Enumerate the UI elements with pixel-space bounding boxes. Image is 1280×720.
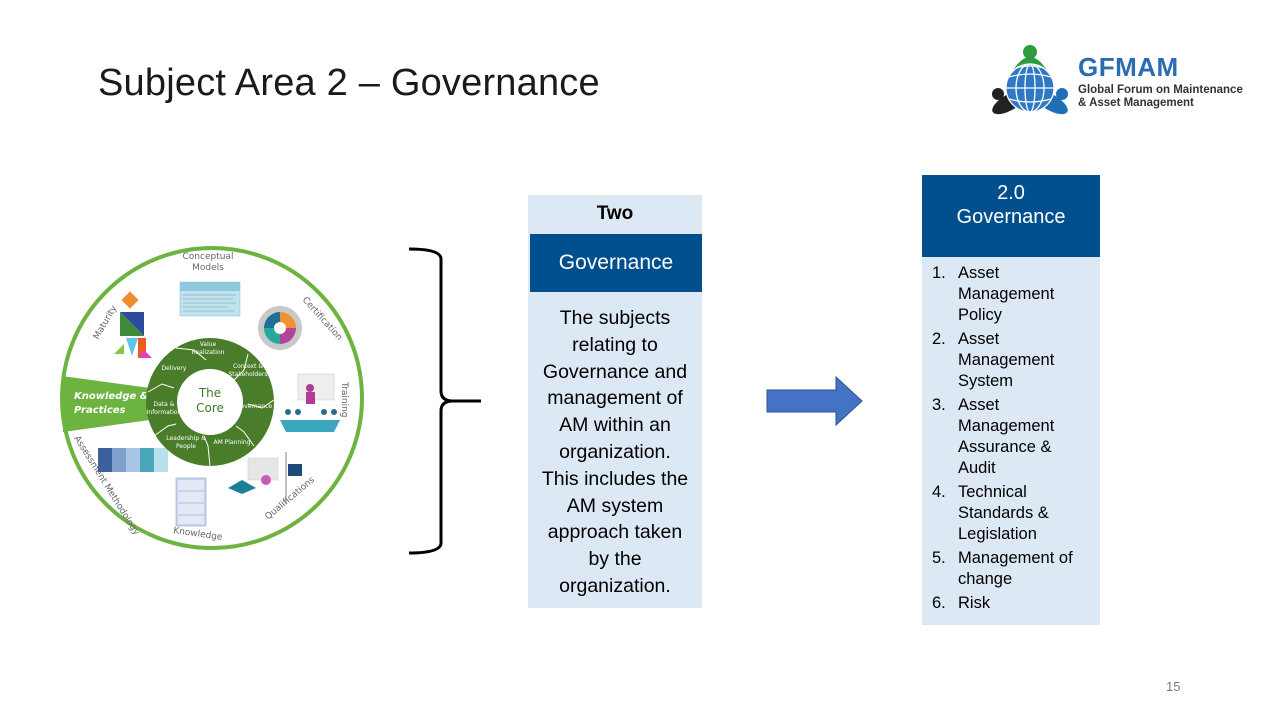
list-item-line: Management [958,285,1055,303]
logo-subtitle-line2: & Asset Management [1078,97,1194,109]
description-line: Governance and [542,360,688,383]
description-line: This includes the [541,467,689,490]
list-item: 3. Asset Management Assurance & Audit [932,395,1100,479]
description-line: organization. [559,440,671,463]
qualifications-graduation-icon [228,452,302,504]
gfmam-logo: GFMAM Global Forum on Maintenance & Asse… [986,44,1246,120]
knowledge-wheel-diagram: Knowledge & Practices Conceptual Models … [60,246,364,550]
logo-subtitle: Global Forum on Maintenance & Asset Mana… [1078,84,1243,110]
logo-name: GFMAM [1078,52,1179,82]
list-item-line: Management [958,351,1055,369]
description-line: organization. [559,574,671,597]
segment-delivery: Delivery [162,365,187,372]
label-conceptual-models-2: Models [192,263,224,273]
description-line: approach taken [547,521,683,544]
knowledge-practices-label-1: Knowledge & [74,391,149,402]
description-line: by the [588,548,642,571]
right-arrow-icon [766,376,863,426]
core-segment-dividers [147,347,275,467]
list-item-line: Risk [958,594,991,612]
subject-area-description: The subjects relating to Governance and … [534,305,696,600]
list-item-line: Technical [958,483,1027,501]
maturity-tangram-icon [114,291,152,358]
list-item: 6. Risk [932,593,1100,614]
knowledge-practices-label-2: Practices [74,405,126,416]
list-item-line: Standards & [958,504,1049,522]
list-item-line: change [958,570,1013,588]
page-number: 15 [1166,679,1181,694]
list-item-line: Asset [958,330,1000,348]
list-item-number: 4. [932,483,946,501]
list-item-number: 1. [932,264,946,282]
subject-area-number: Two [596,203,634,224]
description-line: management of [547,387,683,410]
header-number: 2.0 [997,182,1025,204]
header-title: Governance [956,206,1066,228]
segment-data-1: Data & [154,401,175,408]
curly-brace [408,247,481,555]
subject-area-card: Two Governance The subjects relating to … [528,195,702,608]
description-line: AM system [566,494,664,517]
list-item-line: Assurance & [958,438,1052,456]
list-item: 2. Asset Management System [932,329,1100,392]
segment-governance: Governance [236,403,273,410]
list-item-number: 2. [932,330,946,348]
list-item: 5. Management of change [932,548,1100,590]
core-label-1: The [198,386,221,400]
segment-value-realization-2: Realization [192,349,225,356]
list-item: 4. Technical Standards & Legislation [932,482,1100,545]
label-training: Training [339,381,349,418]
segment-leadership-2: People [176,443,196,450]
conceptual-models-card [179,281,241,317]
list-item-line: System [958,372,1014,390]
list-item-line: Asset [958,396,1000,414]
description-line: AM within an [559,414,671,437]
governance-topics-header: 2.0 Governance [922,175,1100,257]
list-item: 1. Asset Management Policy [932,263,1100,326]
segment-context-1: Context & [233,363,263,370]
segment-leadership-1: Leadership & [166,435,206,442]
certification-quadrant-icon [258,306,302,350]
label-conceptual-models-1: Conceptual [183,252,234,262]
description-line: relating to [572,333,658,356]
core-center [177,369,243,435]
governance-topics-card: 2.0 Governance 1. Asset Management Polic… [922,175,1100,625]
list-item-line: Management of [958,549,1073,567]
list-item-number: 3. [932,396,946,414]
segment-am-planning: AM Planning [213,439,250,446]
list-item-number: 6. [932,594,946,612]
list-item-line: Asset [958,264,1000,282]
description-line: The subjects [559,307,671,329]
assessment-maturity-scale [98,448,168,472]
list-item-line: Legislation [958,525,1037,543]
segment-context-2: Stakeholders [228,371,267,378]
segment-data-2: Information [147,409,182,416]
globe-people-logo-icon [992,45,1068,115]
list-item-number: 5. [932,549,946,567]
segment-value-realization-1: Value [200,341,217,348]
logo-subtitle-line1: Global Forum on Maintenance [1078,84,1243,96]
knowledge-practices-wedge [62,376,150,432]
core-label-2: Core [196,401,224,415]
governance-topics-list: 1. Asset Management Policy 2. Asset Mana… [932,263,1100,617]
subject-area-title: Governance [530,234,702,292]
list-item-line: Management [958,417,1055,435]
slide-title: Subject Area 2 – Governance [98,62,600,104]
training-meeting-icon [280,373,340,432]
knowledge-document-icon [175,477,207,527]
list-item-line: Audit [958,459,996,477]
list-item-line: Policy [958,306,1003,324]
